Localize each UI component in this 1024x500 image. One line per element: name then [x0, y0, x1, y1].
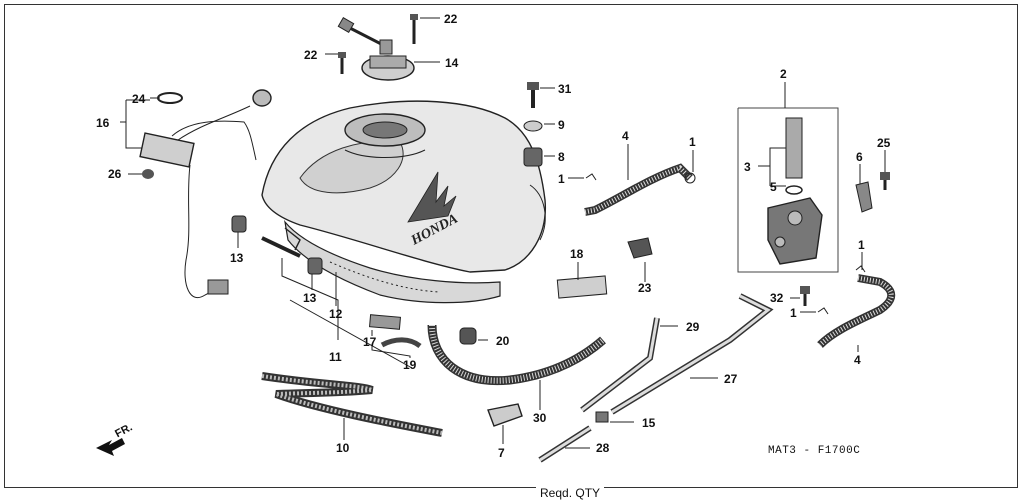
- callout-32: 32: [770, 291, 784, 305]
- callout-14: 14: [445, 56, 459, 70]
- fuel-valve-assembly[interactable]: [737, 107, 839, 273]
- callout-28: 28: [596, 441, 610, 455]
- callout-9: 9: [558, 118, 565, 132]
- gasket-24[interactable]: [157, 92, 183, 104]
- bolt-22-left[interactable]: [338, 52, 346, 74]
- hose-4-right[interactable]: [817, 274, 896, 348]
- bolt-32[interactable]: [800, 286, 810, 306]
- pad-17[interactable]: [368, 314, 402, 330]
- fuel-level-unit[interactable]: [139, 89, 272, 298]
- callout-8: 8: [558, 150, 565, 164]
- hose-4-center[interactable]: [584, 163, 693, 216]
- collar-8[interactable]: [523, 147, 543, 167]
- callout-20: 20: [496, 334, 510, 348]
- callout-4-right: 4: [854, 353, 861, 367]
- callout-4-center: 4: [622, 129, 629, 143]
- callout-6: 6: [856, 150, 863, 164]
- clip-1-b[interactable]: [684, 172, 696, 184]
- leader-lines: [120, 17, 886, 449]
- bolt-31[interactable]: [527, 82, 539, 108]
- hose-30[interactable]: [427, 324, 606, 386]
- fuel-cap-assembly[interactable]: [337, 16, 415, 81]
- callout-17: 17: [363, 335, 377, 349]
- footer-caption: Reqd. QTY: [536, 486, 605, 500]
- washer-9[interactable]: [523, 120, 543, 132]
- callout-26: 26: [108, 167, 122, 181]
- callout-30: 30: [533, 411, 547, 425]
- front-direction-label: FR.: [113, 421, 134, 440]
- diagram-frame: [4, 4, 1018, 488]
- caution-label-18[interactable]: [556, 275, 608, 299]
- callout-5: 5: [770, 180, 777, 194]
- callout-1-b: 1: [689, 135, 696, 149]
- pad-19[interactable]: [380, 337, 422, 349]
- callout-22-left: 22: [304, 48, 318, 62]
- joint-15[interactable]: [595, 411, 609, 423]
- screw-25[interactable]: [880, 172, 890, 190]
- bolt-22-top[interactable]: [410, 14, 418, 44]
- callout-1-c: 1: [858, 238, 865, 252]
- front-direction-arrow-icon: [96, 438, 125, 456]
- rubber-mount-13-upper[interactable]: [231, 215, 247, 233]
- callout-1-d: 1: [790, 306, 797, 320]
- hose-29[interactable]: [580, 317, 660, 413]
- clip-1-d[interactable]: [817, 307, 829, 315]
- callout-2: 2: [780, 67, 787, 81]
- callout-22-top: 22: [444, 12, 458, 26]
- callout-16: 16: [96, 116, 110, 130]
- callout-18: 18: [570, 247, 584, 261]
- rubber-mount-13-lower[interactable]: [307, 257, 323, 275]
- callout-13-upper: 13: [230, 251, 244, 265]
- callout-19: 19: [403, 358, 417, 372]
- hose-28[interactable]: [538, 425, 592, 463]
- callout-23: 23: [638, 281, 652, 295]
- callout-29: 29: [686, 320, 700, 334]
- callout-10: 10: [336, 441, 350, 455]
- grommet-20[interactable]: [459, 327, 477, 345]
- callout-13-lower: 13: [303, 291, 317, 305]
- callout-3: 3: [744, 160, 751, 174]
- diagram-code: MAT3 - F1700C: [768, 445, 860, 457]
- callout-12: 12: [329, 307, 343, 321]
- callout-7: 7: [498, 446, 505, 460]
- callout-11: 11: [329, 350, 342, 364]
- callout-1-a: 1: [558, 172, 565, 186]
- callout-15: 15: [642, 416, 656, 430]
- fuel-tank[interactable]: HONDA: [261, 100, 546, 304]
- nut-26[interactable]: [142, 169, 154, 179]
- callout-27: 27: [724, 372, 738, 386]
- clamp-7[interactable]: [487, 403, 523, 427]
- hose-27[interactable]: [610, 293, 774, 415]
- clip-1-a[interactable]: [585, 173, 597, 181]
- clip-23[interactable]: [627, 237, 653, 259]
- seal-strip-10[interactable]: [261, 372, 443, 437]
- clip-1-c[interactable]: [855, 265, 866, 273]
- valve-lever-6[interactable]: [855, 181, 873, 213]
- callout-25: 25: [877, 136, 891, 150]
- callout-24: 24: [132, 92, 146, 106]
- hinge-bracket-12[interactable]: [261, 227, 301, 258]
- callout-31: 31: [558, 82, 572, 96]
